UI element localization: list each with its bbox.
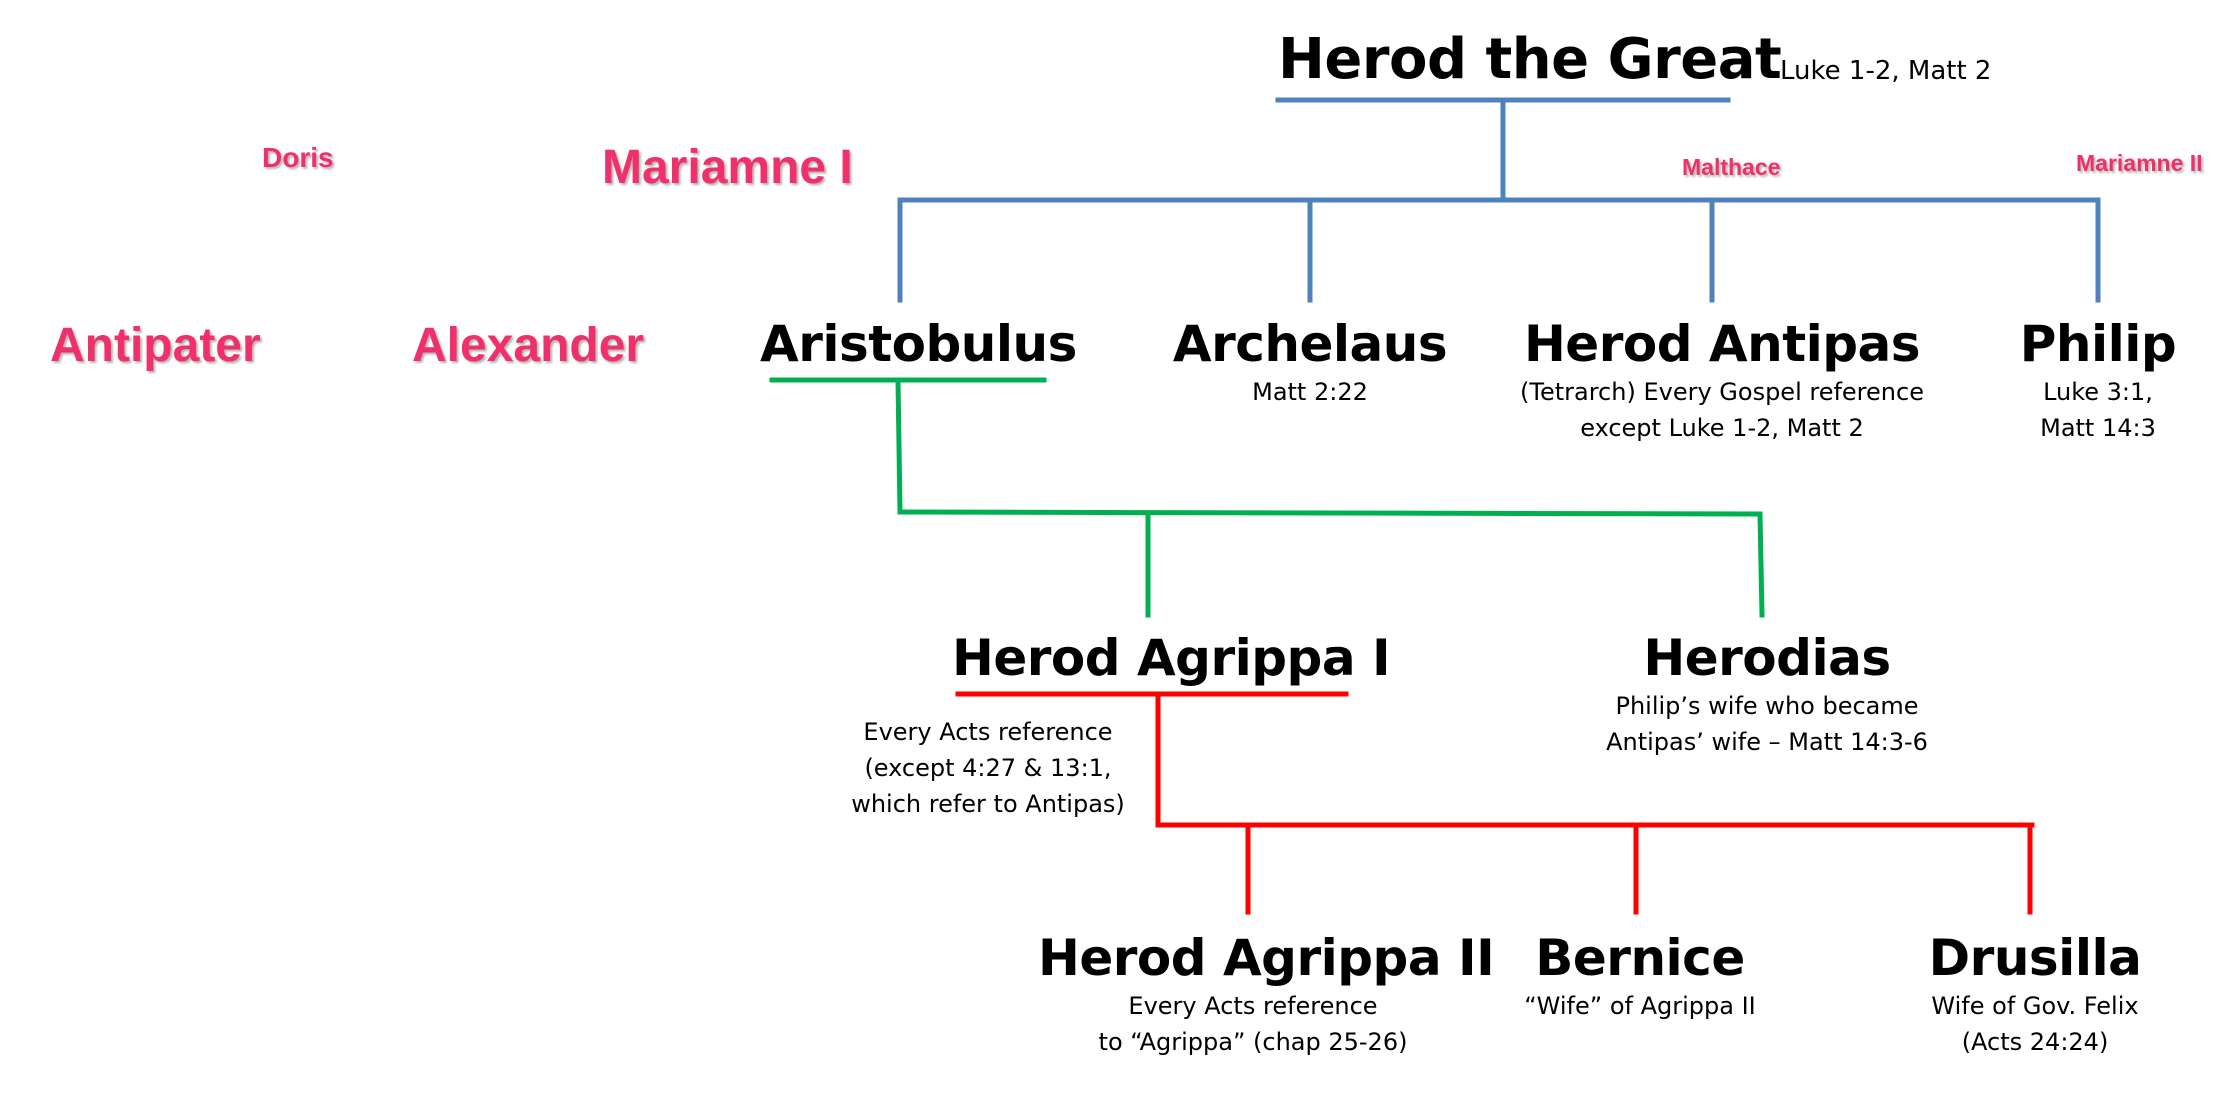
aristobulus-node: Aristobulus [760,315,1077,374]
herod-antipas-note-2: except Luke 1-2, Matt 2 [1580,413,1864,442]
wife-doris: Doris [262,142,334,173]
bernice-node: Bernice “Wife” of Agrippa II [1490,929,1790,1024]
herodias-drop [1757,511,1765,618]
green-lines [769,377,1765,618]
grandchildren-branch-line [897,509,1763,517]
aristobulus-name: Aristobulus [760,315,1077,373]
aristobulus-stem [895,377,903,515]
philip-node: Philip Luke 3:1, Matt 14:3 [1988,315,2208,446]
philip-note-1: Luke 3:1, [2043,377,2153,406]
herod-the-great-node: Herod the Great [1278,27,1782,92]
wife-mariamne-1: Mariamne I [602,141,853,194]
herodias-node: Herodias Philip’s wife who became Antipa… [1572,629,1962,760]
drusilla-note-2: (Acts 24:24) [1961,1027,2109,1056]
archelaus-node: Archelaus Matt 2:22 [1160,315,1460,410]
herod-antipas-note-1: (Tetrarch) Every Gospel reference [1520,377,1924,406]
herod-agrippa-1-note-3: which refer to Antipas) [851,790,1125,818]
drusilla-name: Drusilla [1928,929,2142,987]
herod-the-great-ref: Luke 1-2, Matt 2 [1780,56,1992,86]
wife-mariamne-2: Mariamne II [2076,150,2203,176]
drusilla-note-1: Wife of Gov. Felix [1931,991,2139,1020]
herod-agrippa-2-node: Herod Agrippa II Every Acts reference to… [1038,929,1495,1060]
herod-the-great-name: Herod the Great [1278,27,1782,92]
archelaus-name: Archelaus [1172,315,1448,373]
herod-agrippa-1-name: Herod Agrippa I [952,629,1391,687]
herodias-note-2: Antipas’ wife – Matt 14:3-6 [1606,727,1928,756]
herod-agrippa-2-note-1: Every Acts reference [1128,991,1378,1020]
herod-agrippa-1-notes: Every Acts reference (except 4:27 & 13:1… [838,714,1138,822]
wife-malthace: Malthace [1682,154,1781,180]
son-alexander: Alexander [412,319,645,372]
herod-antipas-name: Herod Antipas [1523,315,1921,373]
bernice-name: Bernice [1535,929,1745,987]
philip-note-2: Matt 14:3 [2040,413,2156,442]
herod-agrippa-1-note-1: Every Acts reference [863,718,1113,746]
philip-name: Philip [2019,315,2177,373]
drusilla-node: Drusilla Wife of Gov. Felix (Acts 24:24) [1890,929,2180,1060]
bernice-note: “Wife” of Agrippa II [1524,991,1756,1020]
herod-antipas-node: Herod Antipas (Tetrarch) Every Gospel re… [1512,315,1932,446]
herod-agrippa-2-name: Herod Agrippa II [1038,929,1495,987]
herod-agrippa-1-note-2: (except 4:27 & 13:1, [864,754,1112,782]
blue-lines [897,97,2101,303]
herod-agrippa-1-node: Herod Agrippa I [952,629,1391,688]
archelaus-note: Matt 2:22 [1252,377,1368,406]
red-lines [955,691,2035,915]
herod-agrippa-2-note-2: to “Agrippa” (chap 25-26) [1098,1027,1408,1056]
herodias-name: Herodias [1643,629,1891,687]
herodias-note-1: Philip’s wife who became [1615,691,1919,720]
son-antipater: Antipater [50,319,261,372]
